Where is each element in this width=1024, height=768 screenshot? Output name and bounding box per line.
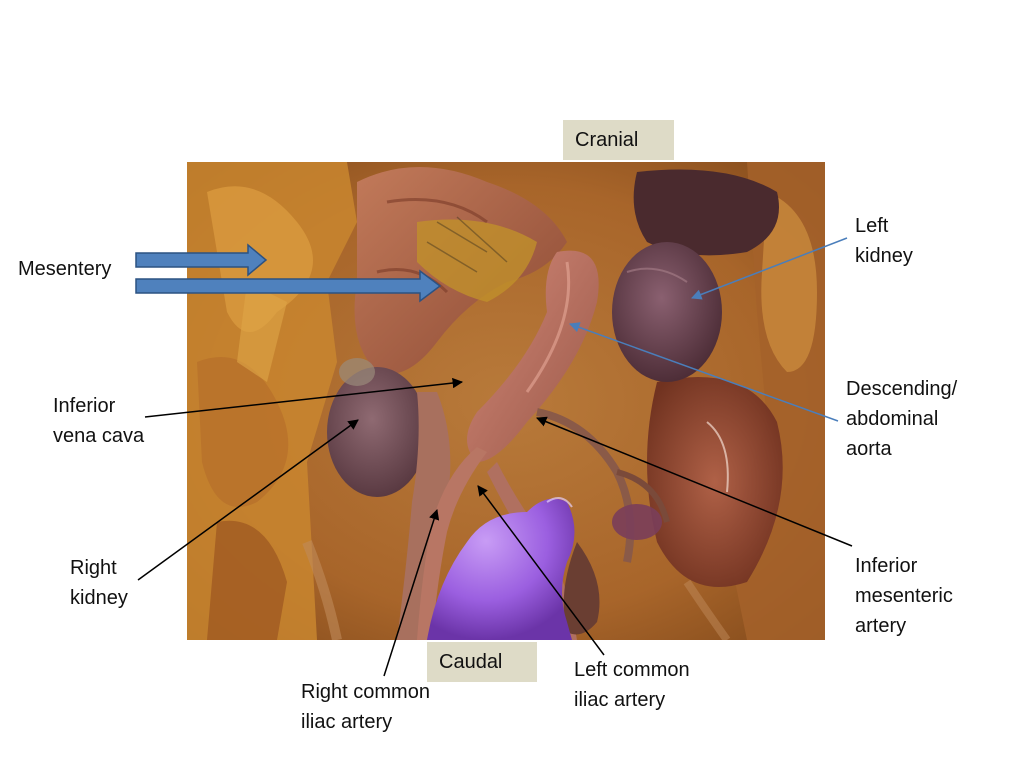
label-left-common-iliac: Left common iliac artery (574, 659, 690, 711)
label-right-common-iliac: Right common iliac artery (301, 681, 430, 733)
dissection-photo (187, 162, 825, 640)
label-inferior-mesenteric-artery: Inferior mesenteric artery (855, 555, 953, 637)
label-left-kidney: Left kidney (855, 215, 913, 267)
label-right-kidney: Right kidney (70, 557, 128, 609)
label-descending-aorta: Descending/ abdominal aorta (846, 378, 958, 460)
cranial-tag: Cranial (563, 120, 674, 160)
label-mesentery: Mesentery (18, 258, 112, 280)
label-inferior-vena-cava: Inferior vena cava (53, 395, 145, 447)
caudal-tag: Caudal (427, 642, 537, 682)
